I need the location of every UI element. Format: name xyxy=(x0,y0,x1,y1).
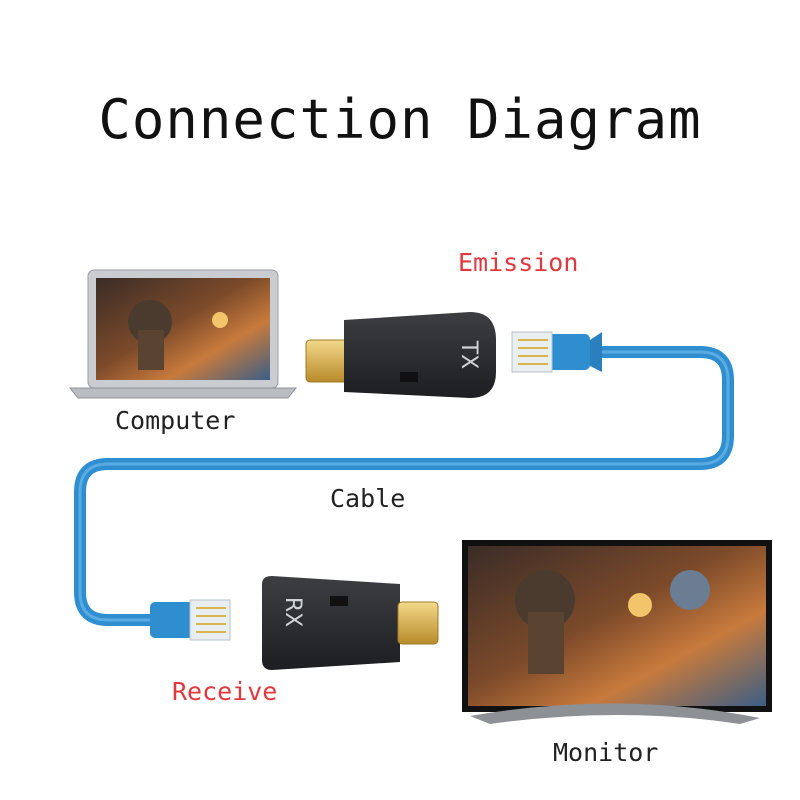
emission-label: Emission xyxy=(458,248,579,277)
rx-adapter: RX xyxy=(262,576,439,670)
tx-mark: TX xyxy=(456,340,481,370)
laptop-icon xyxy=(68,269,298,399)
rj45-plug-top xyxy=(511,331,602,373)
monitor-icon xyxy=(462,540,772,724)
tx-adapter: TX xyxy=(305,312,496,398)
monitor-label: Monitor xyxy=(553,738,659,767)
computer-label: Computer xyxy=(115,406,236,435)
rx-mark: RX xyxy=(280,597,305,627)
cable-label: Cable xyxy=(330,484,406,513)
receive-label: Receive xyxy=(172,677,278,706)
rj45-plug-bottom xyxy=(150,599,231,641)
diagram-title: Connection Diagram xyxy=(98,88,702,151)
